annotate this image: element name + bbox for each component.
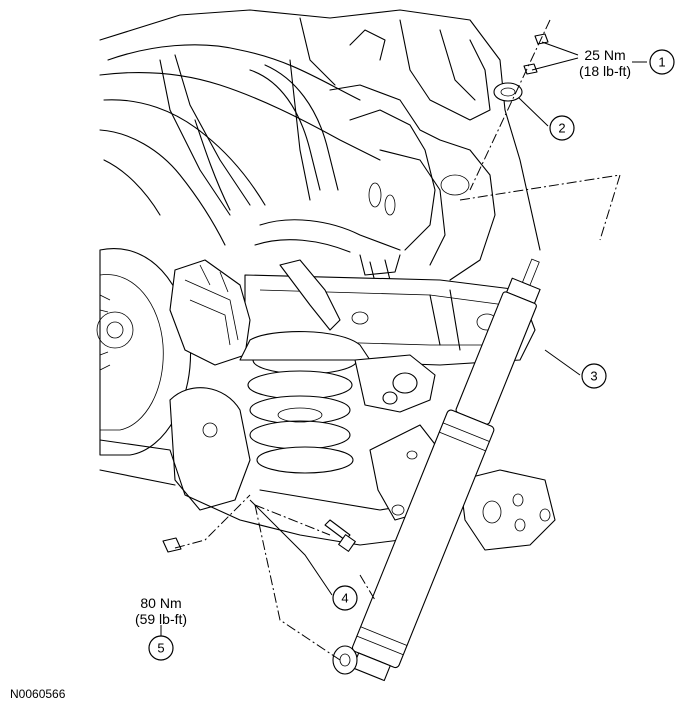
- lower-nut: [162, 537, 182, 553]
- callout-3: 3: [581, 363, 607, 389]
- callout-1: 1: [649, 49, 675, 75]
- upper-arm-bracket: [354, 354, 436, 413]
- torque-lower-imperial: (59 lb-ft): [135, 611, 187, 627]
- upper-mount-insulator: [493, 82, 523, 102]
- brake-caliper: [169, 259, 341, 366]
- callout-5-number: 5: [157, 641, 164, 656]
- brake-rotor-hub: [96, 248, 192, 456]
- assembly-lines: [174, 19, 621, 661]
- torque-lower-metric: 80 Nm: [140, 595, 181, 611]
- callout-3-number: 3: [590, 369, 597, 384]
- lower-bushing: [332, 645, 358, 675]
- coil-spring: [239, 330, 371, 474]
- lower-bolt: [324, 519, 356, 552]
- callout-1-number: 1: [658, 55, 665, 70]
- upper-nuts: [523, 33, 549, 75]
- callout-4: 4: [332, 585, 358, 611]
- figure-code: N0060566: [10, 687, 66, 701]
- torque-upper-imperial: (18 lb-ft): [579, 63, 631, 79]
- shock-absorber: [351, 258, 541, 682]
- vehicle-body-structure: [99, 9, 541, 283]
- leader-lines: [160, 41, 647, 640]
- torque-upper-metric: 25 Nm: [584, 47, 625, 63]
- callout-4-number: 4: [341, 591, 348, 606]
- callout-2-number: 2: [558, 121, 565, 136]
- callout-5: 5: [148, 635, 174, 661]
- callout-2: 2: [549, 115, 575, 141]
